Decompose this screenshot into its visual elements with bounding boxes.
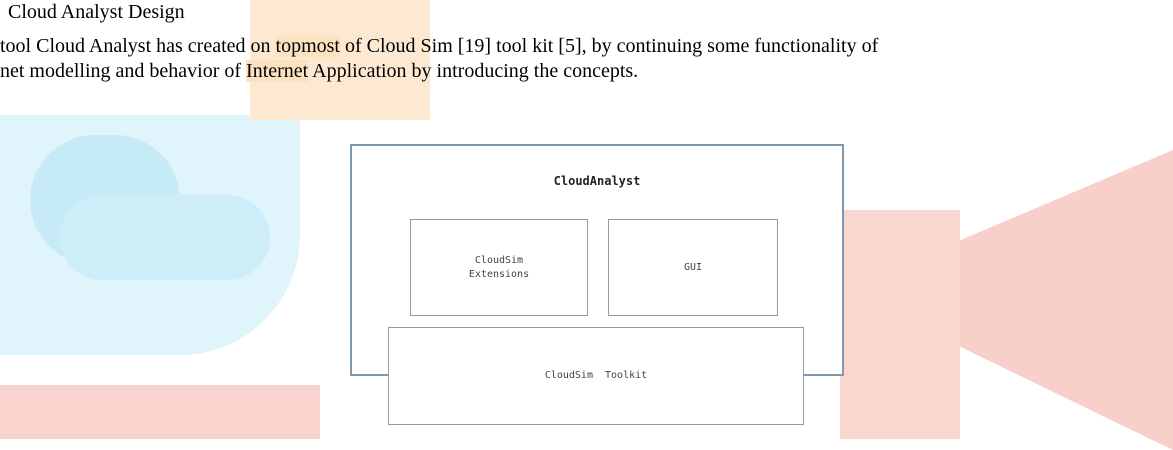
cloudanalyst-title: CloudAnalyst [553,174,641,188]
highlighted-text: Internet [246,60,309,82]
text-run: net modelling and behavior of [0,60,247,82]
watermark-red-shape [0,385,320,439]
paragraph-line-2: net modelling and behavior of Internet A… [0,59,1173,84]
watermark-red-bar [840,210,960,439]
cloudsim-extensions-label: CloudSim Extensions [469,254,529,282]
text-run: Application by introducing the concepts. [308,60,639,82]
gui-box: GUI [608,219,778,316]
highlighted-text: topmost [275,35,340,57]
cloudsim-toolkit-box: CloudSim Toolkit [388,327,804,425]
paragraph-line-1: tool Cloud Analyst has created on topmos… [0,34,1173,59]
extensions-label-line-2: Extensions [468,268,530,280]
cloudsim-toolkit-label: CloudSim Toolkit [544,370,648,381]
section-heading: Cloud Analyst Design [8,1,185,23]
architecture-diagram: CloudAnalyst CloudSim Extensions GUI Clo… [350,144,844,425]
extensions-label-line-1: CloudSim [474,254,524,266]
text-run: of Cloud Sim [19] tool kit [5], by conti… [339,35,879,57]
cloudsim-extensions-box: CloudSim Extensions [410,219,588,316]
gui-label: GUI [683,261,703,273]
text-run: tool Cloud Analyst has created on [0,35,276,57]
watermark-blue-bar [60,195,270,280]
body-paragraph: tool Cloud Analyst has created on topmos… [0,34,1173,84]
